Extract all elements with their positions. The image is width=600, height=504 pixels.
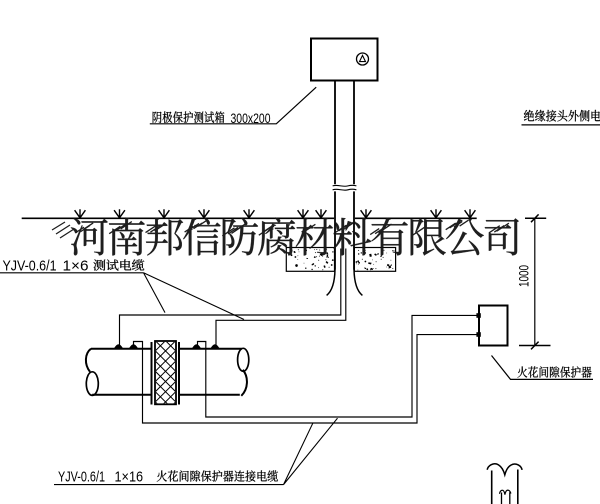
svg-text:300x200: 300x200	[231, 111, 271, 126]
svg-text:YJV-0.6/1: YJV-0.6/1	[3, 258, 57, 274]
svg-text:1×6: 1×6	[63, 258, 89, 274]
svg-text:1000: 1000	[516, 265, 532, 287]
svg-text:YJV-0.6/1: YJV-0.6/1	[58, 469, 105, 485]
svg-text:1×16: 1×16	[115, 469, 144, 485]
